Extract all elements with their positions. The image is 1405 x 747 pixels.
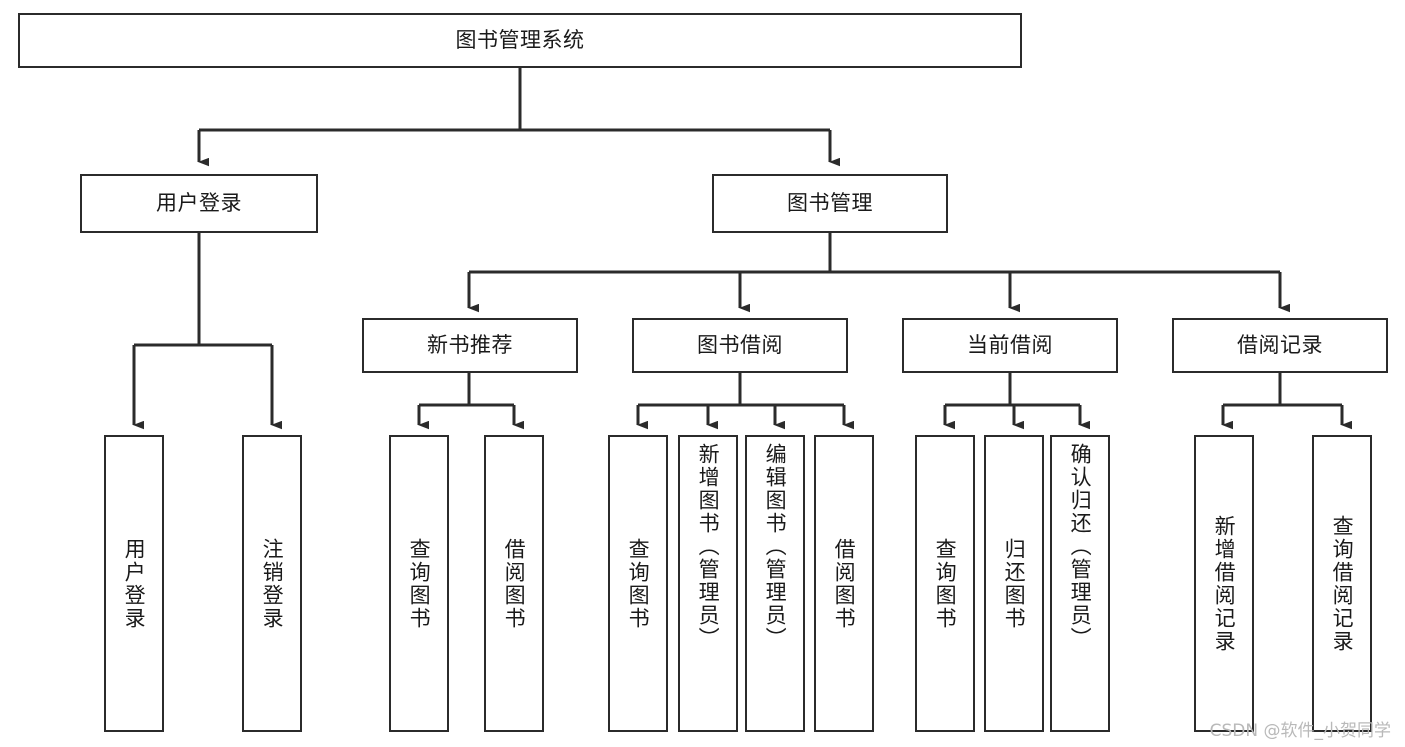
node-leaf-query-record-label: 查询借阅记录 — [1330, 514, 1355, 653]
node-new-book-recommend-label: 新书推荐 — [427, 332, 513, 357]
node-leaf-query-book-1[interactable]: 查询图书 — [389, 435, 449, 732]
node-current-borrow[interactable]: 当前借阅 — [902, 318, 1118, 373]
node-book-borrow-label: 图书借阅 — [697, 332, 783, 357]
node-leaf-confirm-return[interactable]: 确认归还（管理员） — [1050, 435, 1110, 732]
node-leaf-add-record[interactable]: 新增借阅记录 — [1194, 435, 1254, 732]
node-leaf-borrow-book-2-label: 借阅图书 — [832, 537, 857, 630]
node-leaf-add-record-label: 新增借阅记录 — [1212, 514, 1237, 653]
node-leaf-query-record[interactable]: 查询借阅记录 — [1312, 435, 1372, 732]
node-borrow-record-label: 借阅记录 — [1237, 332, 1323, 357]
node-book-manage[interactable]: 图书管理 — [712, 174, 948, 233]
node-leaf-query-book-2-label: 查询图书 — [626, 537, 651, 630]
node-leaf-edit-book-label: 编辑图书（管理员） — [763, 443, 788, 650]
node-leaf-query-book-1-label: 查询图书 — [407, 537, 432, 630]
node-user-login[interactable]: 用户登录 — [80, 174, 318, 233]
node-leaf-borrow-book-1[interactable]: 借阅图书 — [484, 435, 544, 732]
node-leaf-add-book[interactable]: 新增图书（管理员） — [678, 435, 738, 732]
node-leaf-edit-book[interactable]: 编辑图书（管理员） — [745, 435, 805, 732]
node-leaf-logout-login-label: 注销登录 — [260, 537, 285, 630]
node-leaf-query-book-2[interactable]: 查询图书 — [608, 435, 668, 732]
node-leaf-user-login-label: 用户登录 — [122, 537, 147, 630]
node-root[interactable]: 图书管理系统 — [18, 13, 1022, 68]
node-new-book-recommend[interactable]: 新书推荐 — [362, 318, 578, 373]
node-leaf-query-book-3[interactable]: 查询图书 — [915, 435, 975, 732]
node-leaf-borrow-book-1-label: 借阅图书 — [502, 537, 527, 630]
node-leaf-return-book[interactable]: 归还图书 — [984, 435, 1044, 732]
node-leaf-add-book-label: 新增图书（管理员） — [696, 443, 721, 650]
csdn-watermark: CSDN @软件_小贺同学 — [1209, 721, 1391, 741]
node-leaf-user-login[interactable]: 用户登录 — [104, 435, 164, 732]
node-leaf-logout-login[interactable]: 注销登录 — [242, 435, 302, 732]
node-leaf-query-book-3-label: 查询图书 — [933, 537, 958, 630]
node-book-manage-label: 图书管理 — [787, 190, 873, 215]
node-book-borrow[interactable]: 图书借阅 — [632, 318, 848, 373]
node-current-borrow-label: 当前借阅 — [967, 332, 1053, 357]
node-borrow-record[interactable]: 借阅记录 — [1172, 318, 1388, 373]
node-leaf-confirm-return-label: 确认归还（管理员） — [1068, 443, 1093, 650]
node-user-login-label: 用户登录 — [156, 190, 242, 215]
node-leaf-return-book-label: 归还图书 — [1002, 537, 1027, 630]
node-leaf-borrow-book-2[interactable]: 借阅图书 — [814, 435, 874, 732]
node-root-label: 图书管理系统 — [455, 27, 585, 52]
